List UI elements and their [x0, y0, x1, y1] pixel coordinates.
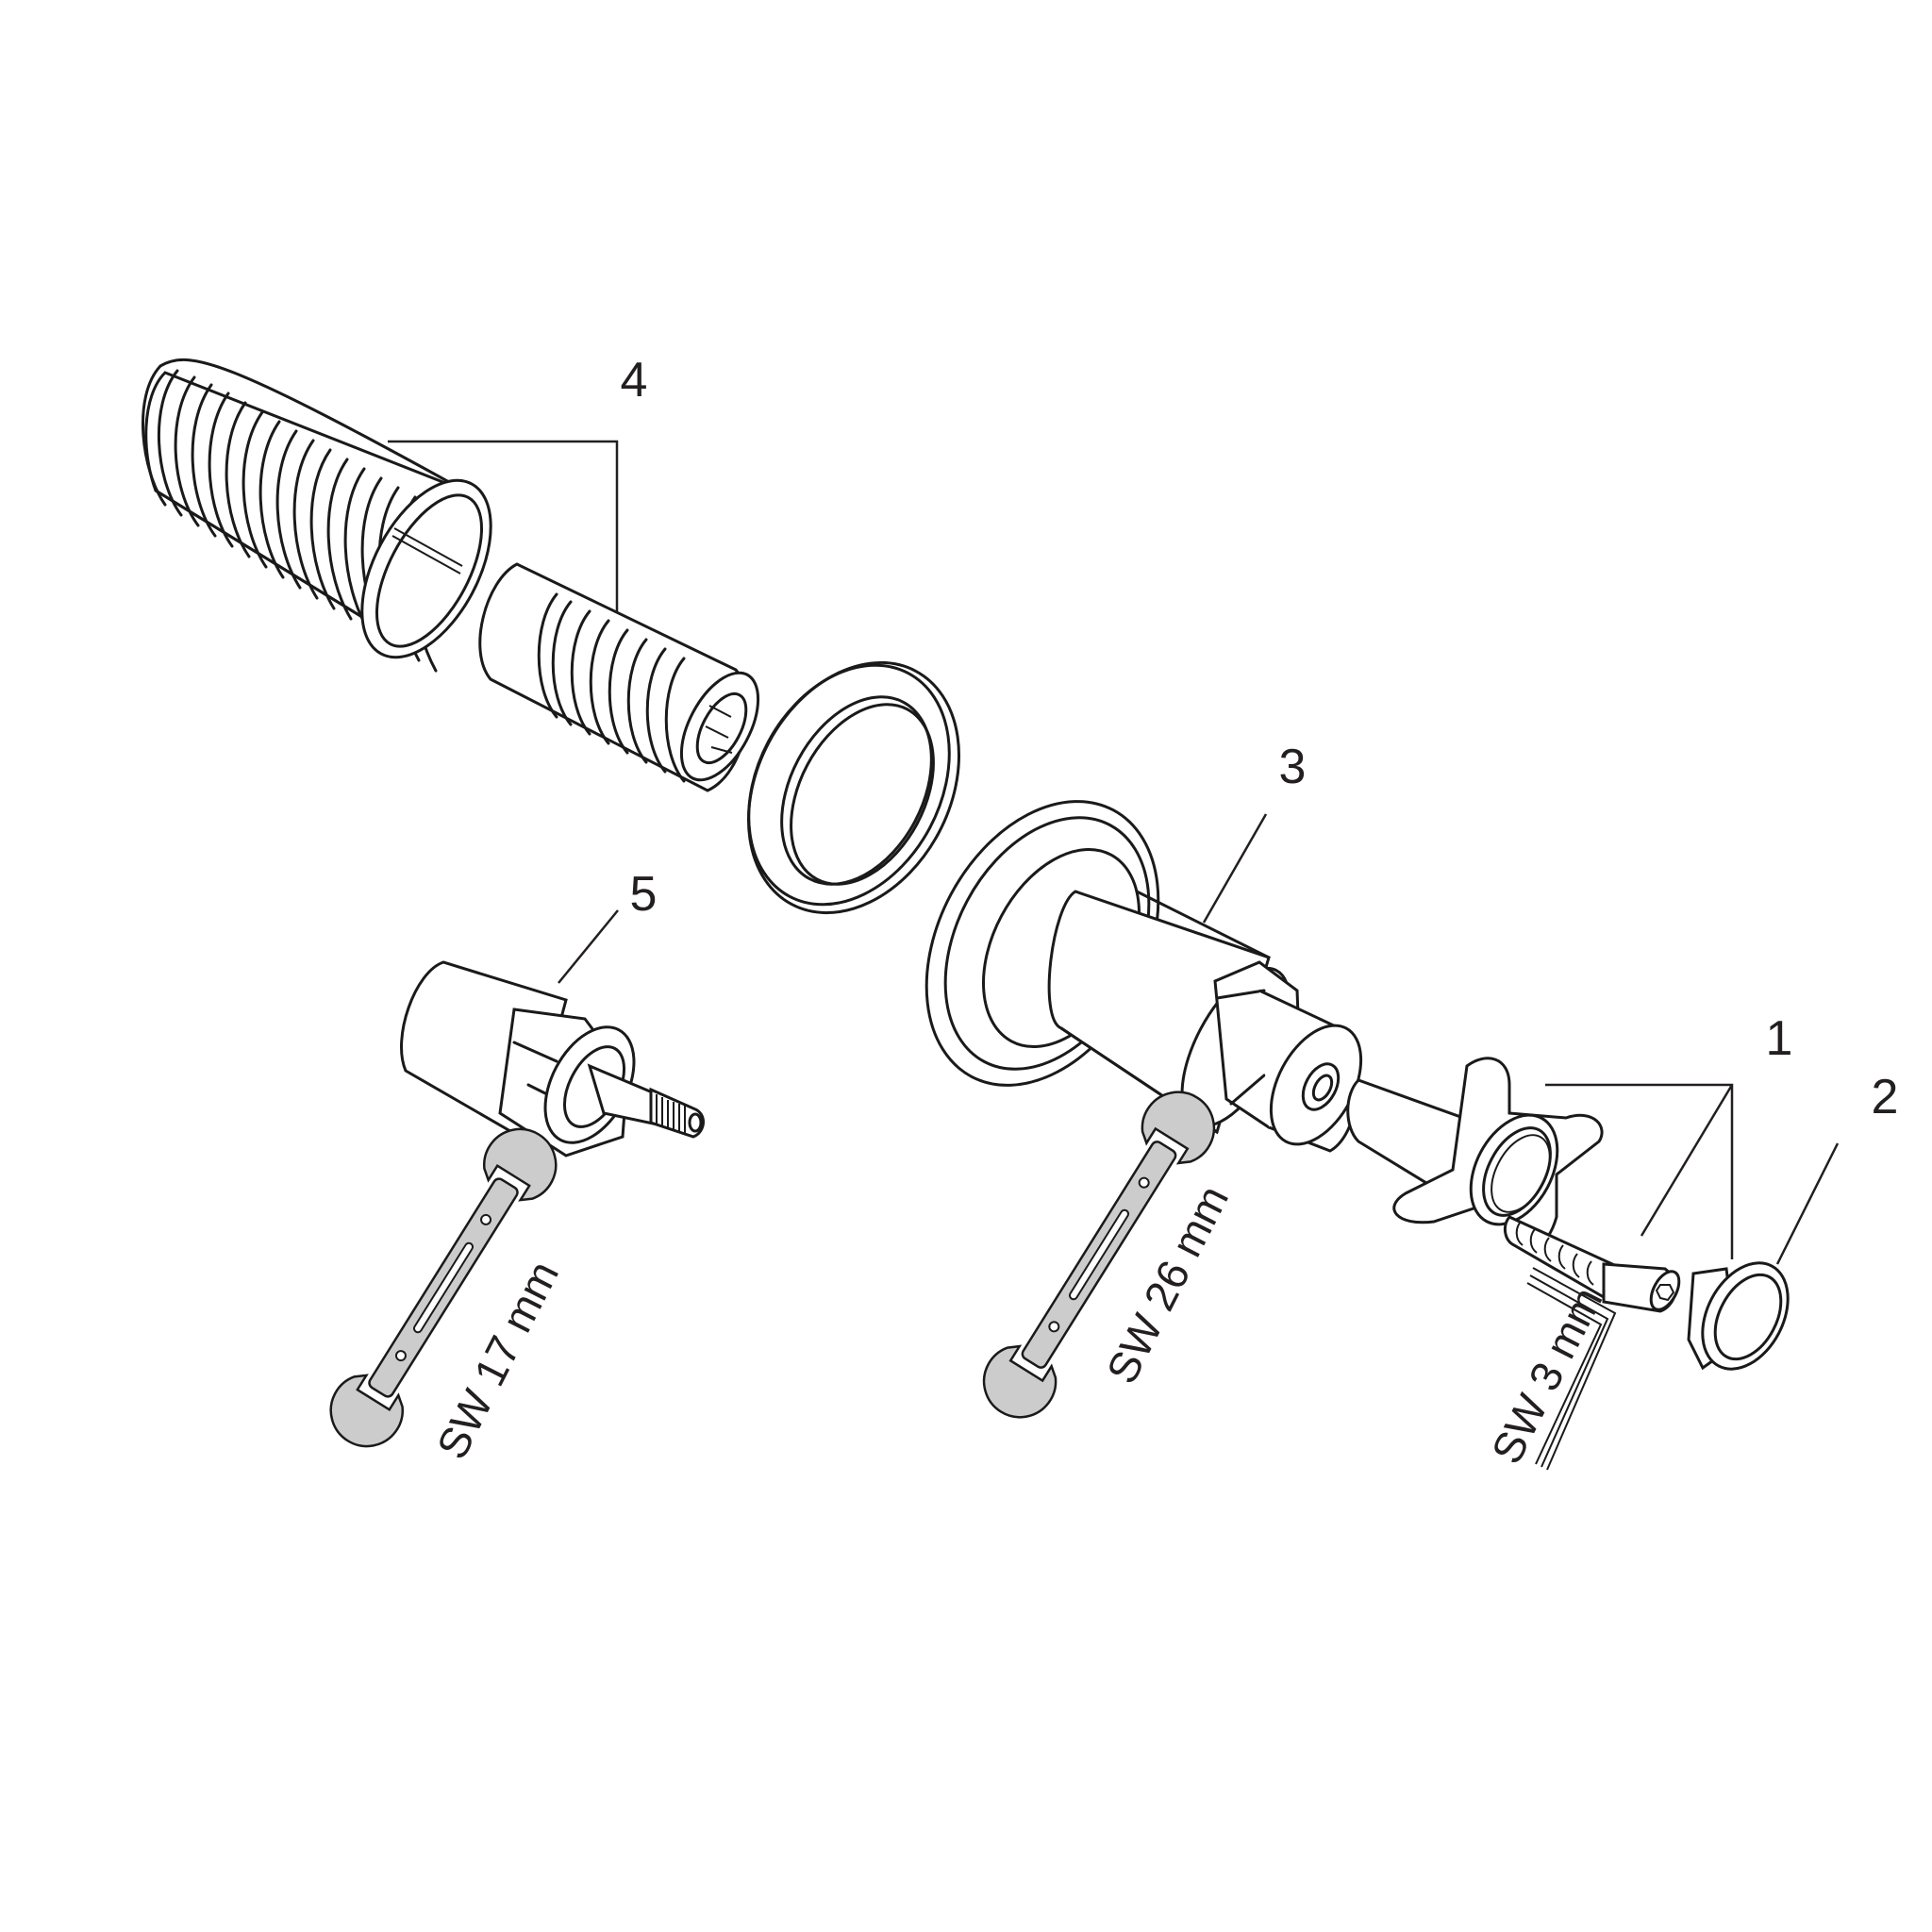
- callout-4: 4: [621, 353, 648, 408]
- callout-2: 2: [1872, 1070, 1899, 1124]
- leader-line-4: [388, 440, 619, 611]
- spindle-extension: [478, 562, 760, 792]
- wrench-26mm-icon: [982, 1091, 1216, 1419]
- wrench-17mm-icon: [329, 1127, 558, 1448]
- leader-line-1: [1545, 1083, 1734, 1259]
- callout-3: 3: [1279, 740, 1307, 794]
- valve-cartridge: [400, 960, 705, 1158]
- leader-line-5: [558, 909, 619, 984]
- callout-5: 5: [630, 867, 658, 922]
- cross-handle: [1346, 1057, 1604, 1247]
- hex-key-3mm-icon: [1526, 1267, 1617, 1471]
- leader-line-3: [1202, 813, 1268, 924]
- rosette-body: [924, 800, 1363, 1153]
- callout-1: 1: [1766, 1011, 1793, 1066]
- cover-cap: [1687, 1261, 1790, 1371]
- threaded-sleeve: [142, 358, 492, 673]
- sealing-ring: [747, 660, 960, 915]
- leader-line-2: [1775, 1142, 1840, 1265]
- handle-screw: [1503, 1215, 1681, 1313]
